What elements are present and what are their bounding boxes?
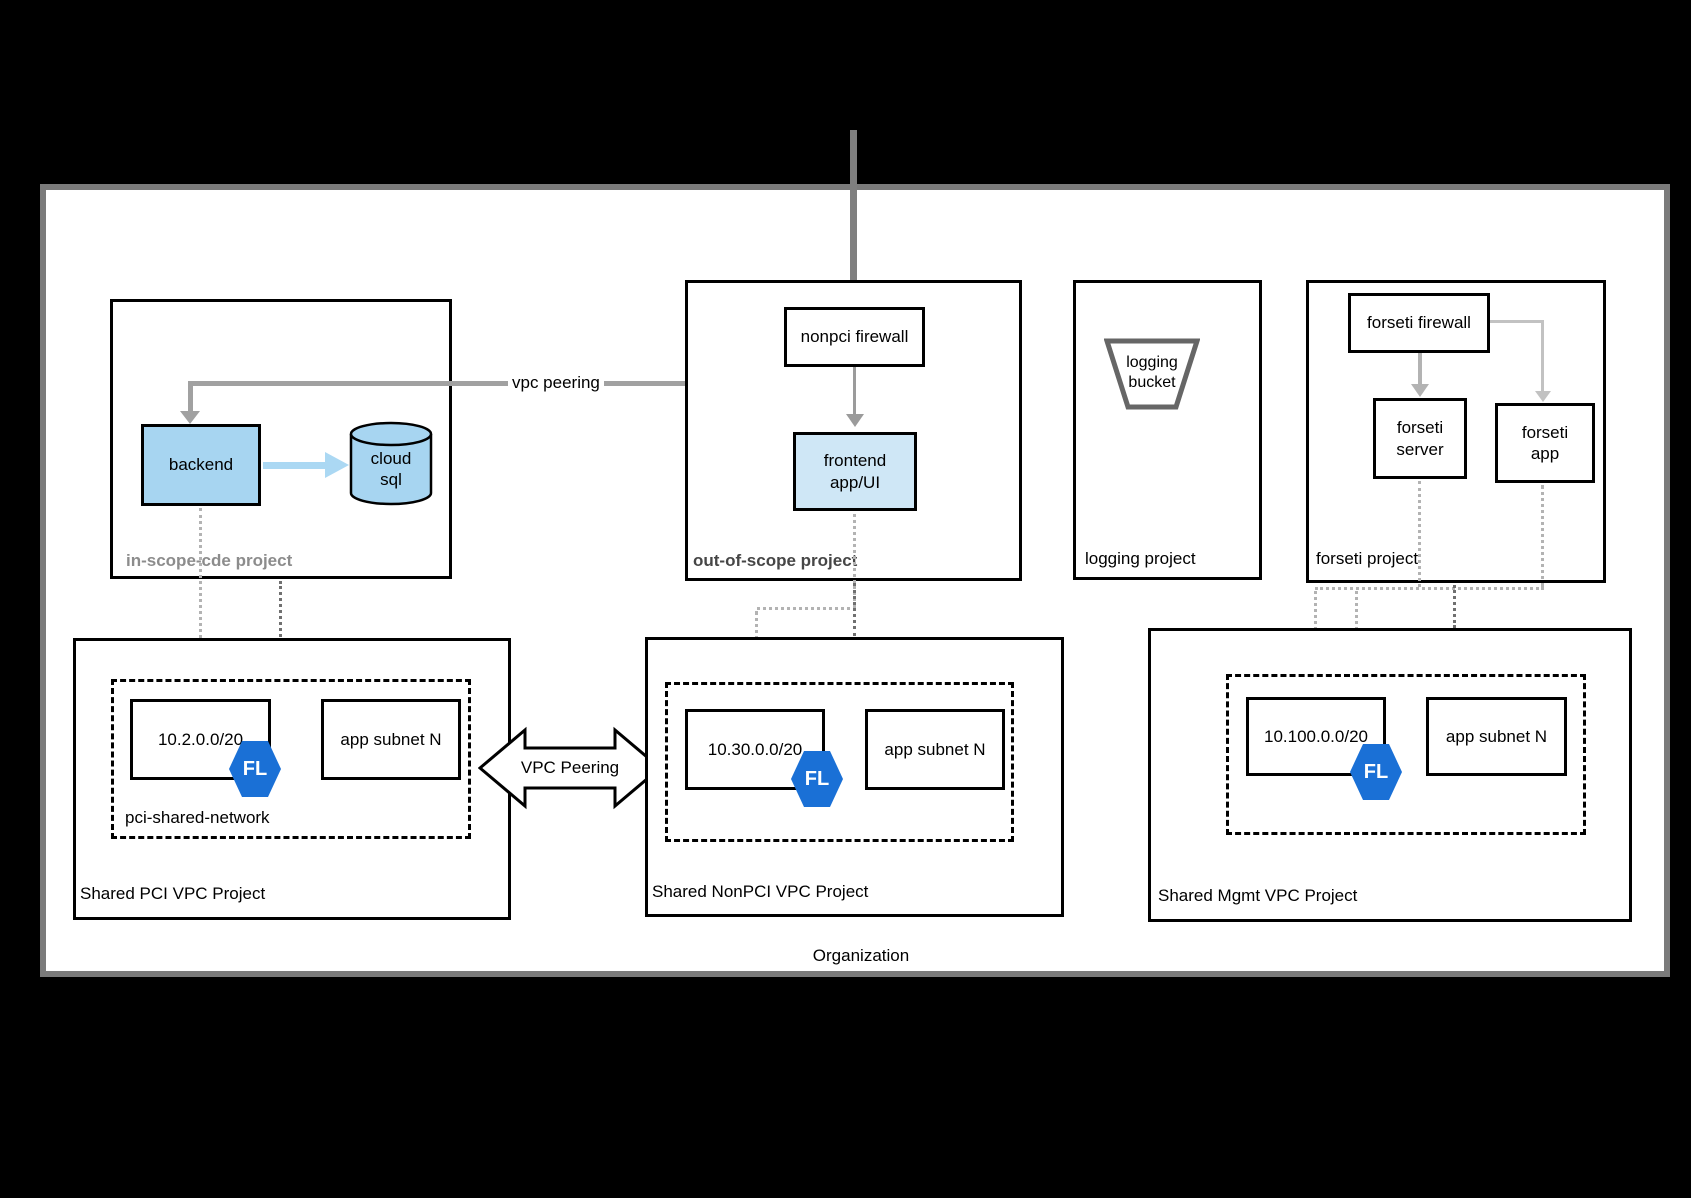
backend-to-pci-subnet-dotted [199, 508, 202, 698]
mgmt-subnet-cidr-box: 10.100.0.0/20 [1246, 697, 1386, 776]
nonpci-network-box [665, 682, 1014, 842]
nonpci-vpc-project-label: Shared NonPCI VPC Project [652, 882, 869, 901]
forseti-firewall-box: forseti firewall [1348, 293, 1490, 353]
forseti-firewall-to-app-connector [1490, 320, 1544, 323]
forseti-project-label: forseti project [1316, 549, 1419, 568]
firewall-to-frontend-arrowhead-icon [846, 414, 864, 427]
fl-badge-label: FL [1363, 760, 1389, 783]
firewall-to-frontend-arrow [853, 367, 856, 416]
fl-badge-label: FL [242, 757, 268, 780]
backend-to-cloudsql-arrow [263, 462, 327, 469]
forseti-server-dotted-drop [1418, 481, 1421, 587]
mgmt-network-box [1226, 674, 1586, 835]
frontend-dotted-drop [853, 514, 856, 607]
forseti-dotted-bus [1315, 587, 1544, 590]
mgmt-subnet-cidr-label: 10.100.0.0/20 [1264, 726, 1368, 746]
nonpci-app-subnet-label: app subnet N [884, 739, 986, 759]
nonpci-firewall-box: nonpci firewall [784, 307, 925, 367]
fl-badge-label: FL [804, 767, 830, 790]
logging-bucket-icon [1103, 338, 1201, 410]
nonpci-app-subnet-box: app subnet N [865, 709, 1005, 790]
nonpci-firewall-label: nonpci firewall [800, 327, 909, 347]
backend-label: backend [168, 455, 234, 475]
pci-shared-network-label: pci-shared-network [125, 808, 270, 827]
frontend-label: frontend app/UI [823, 451, 887, 492]
forseti-firewall-to-server-arrow [1418, 353, 1422, 386]
external-traffic-arrow [850, 130, 857, 296]
vpc-peering-arrowhead-icon [180, 411, 200, 424]
forseti-firewall-label: forseti firewall [1367, 313, 1471, 333]
pci-app-subnet-label: app subnet N [340, 729, 442, 749]
logging-project-box [1073, 280, 1262, 580]
out-of-scope-project-label: out-of-scope project [693, 551, 858, 570]
forseti-server-box: forseti server [1373, 398, 1467, 479]
cloud-sql-label: cloud sql [370, 448, 412, 489]
vpc-peering-line-label: vpc peering [508, 373, 604, 393]
backend-to-cloudsql-arrowhead-icon [325, 452, 349, 478]
logging-bucket-label: logging bucket [1126, 354, 1178, 391]
forseti-firewall-to-app-connector-drop [1541, 320, 1544, 393]
forseti-server-label: forseti server [1396, 418, 1444, 459]
logging-project-label: logging project [1085, 549, 1196, 568]
organization-label: Organization [812, 946, 910, 965]
vpc-peering-arrow-label: VPC Peering [520, 758, 620, 778]
mgmt-vpc-project-label: Shared Mgmt VPC Project [1158, 886, 1358, 905]
pci-vpc-project-label: Shared PCI VPC Project [80, 884, 266, 903]
pci-app-subnet-box: app subnet N [321, 699, 461, 780]
nonpci-subnet-cidr-label: 10.30.0.0/20 [707, 739, 803, 759]
forseti-firewall-to-app-arrowhead-icon [1535, 391, 1551, 402]
mgmt-app-subnet-box: app subnet N [1426, 697, 1567, 776]
forseti-app-dotted-drop [1541, 485, 1544, 587]
pci-subnet-cidr-label: 10.2.0.0/20 [157, 729, 244, 749]
cloud-sql-cylinder [349, 421, 433, 507]
frontend-box: frontend app/UI [793, 432, 917, 511]
inscope-to-pci-vpc-dotted [279, 581, 282, 637]
frontend-dotted-elbow [757, 607, 856, 610]
fl-badge: FL [791, 751, 843, 807]
in-scope-project-label: in-scope-cde project [126, 551, 293, 570]
forseti-app-label: forseti app [1521, 422, 1569, 463]
mgmt-app-subnet-label: app subnet N [1445, 726, 1548, 746]
outscope-to-nonpci-vpc-dotted [853, 583, 856, 636]
backend-box: backend [141, 424, 261, 506]
forseti-app-box: forseti app [1495, 403, 1595, 483]
vpc-peering-line-horizontal [190, 381, 756, 386]
vpc-peering-line-drop [188, 381, 193, 413]
pci-shared-network-box [111, 679, 471, 839]
forseti-to-mgmt-vpc-dotted [1453, 585, 1456, 628]
forseti-firewall-to-server-arrowhead-icon [1411, 384, 1429, 397]
